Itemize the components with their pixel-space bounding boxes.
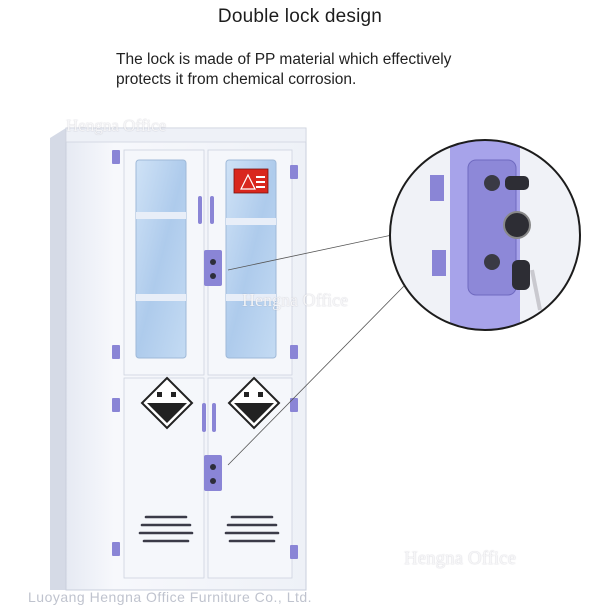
watermark-bottom-right: Hengna Office <box>404 548 517 569</box>
door-handles <box>198 196 216 432</box>
lock-description: The lock is made of PP material which ef… <box>116 50 536 90</box>
left-glass-window <box>135 159 187 359</box>
vents <box>138 515 280 543</box>
lock-zoom-detail <box>389 139 581 331</box>
leader-lines <box>227 234 406 466</box>
lock-icon <box>204 250 222 491</box>
watermark-top-left: Hengna Office <box>66 116 167 135</box>
page-title: Double lock design <box>217 6 383 27</box>
hinges <box>112 150 298 559</box>
fire-warning-sign-icon <box>233 168 269 194</box>
corrosive-hazard-icon <box>140 376 281 430</box>
description-line-2: protects it from chemical corrosion. <box>116 71 357 88</box>
right-glass-window <box>225 159 277 359</box>
description-line-1: The lock is made of PP material which ef… <box>116 51 452 68</box>
watermark-center: Hengna Office <box>242 290 349 310</box>
key-icon <box>503 176 542 311</box>
chemical-cabinet <box>50 127 307 591</box>
footer-company-text: Luoyang Hengna Office Furniture Co., Ltd… <box>28 589 313 605</box>
